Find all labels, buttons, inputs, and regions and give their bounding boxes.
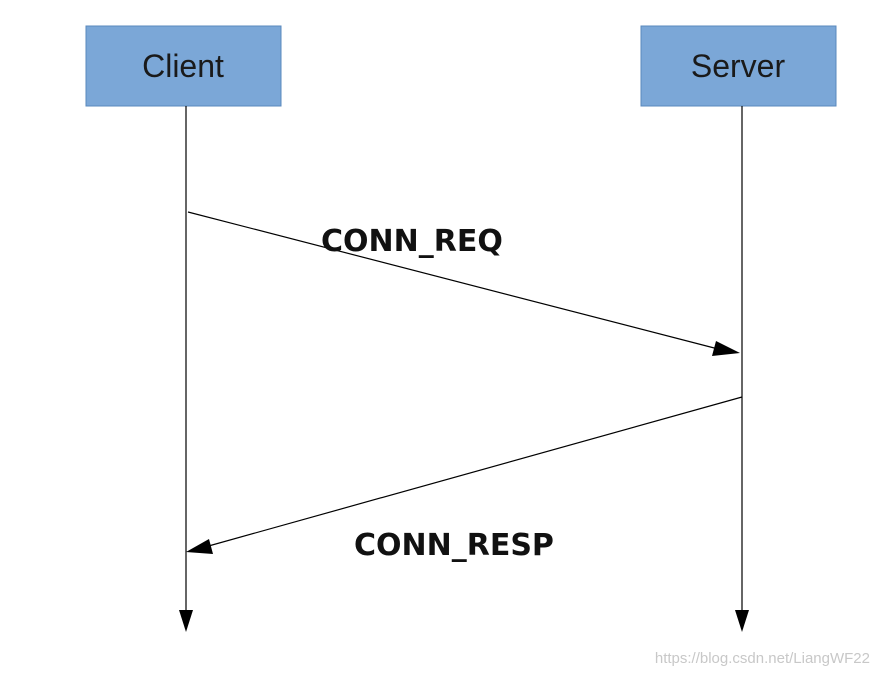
watermark-text: https://blog.csdn.net/LiangWF22	[655, 650, 870, 667]
message-conn-resp-label: CONN_RESP	[354, 528, 554, 563]
actor-server: Server	[640, 25, 837, 107]
message-conn-req: CONN_REQ	[187, 211, 740, 356]
message-conn-req-line	[187, 211, 723, 351]
message-conn-resp: CONN_RESP	[186, 396, 743, 563]
actor-client: Client	[85, 25, 282, 107]
actor-server-box	[640, 25, 837, 107]
message-conn-resp-arrowhead	[186, 539, 213, 554]
actor-client-label: Client	[142, 48, 224, 84]
actor-client-box	[85, 25, 282, 107]
lifeline-client-arrowhead	[179, 610, 193, 632]
message-conn-req-arrowhead	[712, 341, 740, 356]
message-conn-req-label: CONN_REQ	[321, 224, 503, 259]
actor-server-label: Server	[691, 48, 786, 84]
lifeline-server-arrowhead	[735, 610, 749, 632]
message-conn-resp-line	[204, 396, 743, 548]
